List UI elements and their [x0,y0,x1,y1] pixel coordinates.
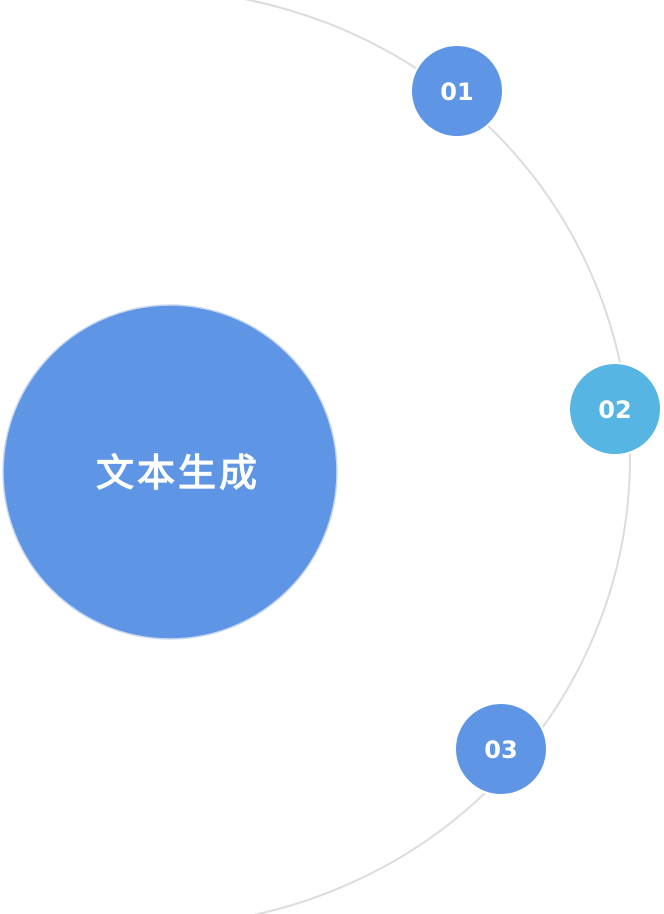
step-circle-02 [568,362,662,456]
step-label-01: 01 [440,78,473,106]
center-circle [2,304,338,640]
step-node-01: 01 [410,44,504,138]
center-label: 文本生成 [96,451,260,495]
step-label-03: 03 [484,736,517,764]
step-node-02: 02 [568,362,662,456]
step-circle-01 [410,44,504,138]
orbit-arc [243,0,631,914]
center-node: 文本生成 [2,304,338,640]
step-node-03: 03 [454,702,548,796]
step-label-02: 02 [598,396,631,424]
step-circle-03 [454,702,548,796]
